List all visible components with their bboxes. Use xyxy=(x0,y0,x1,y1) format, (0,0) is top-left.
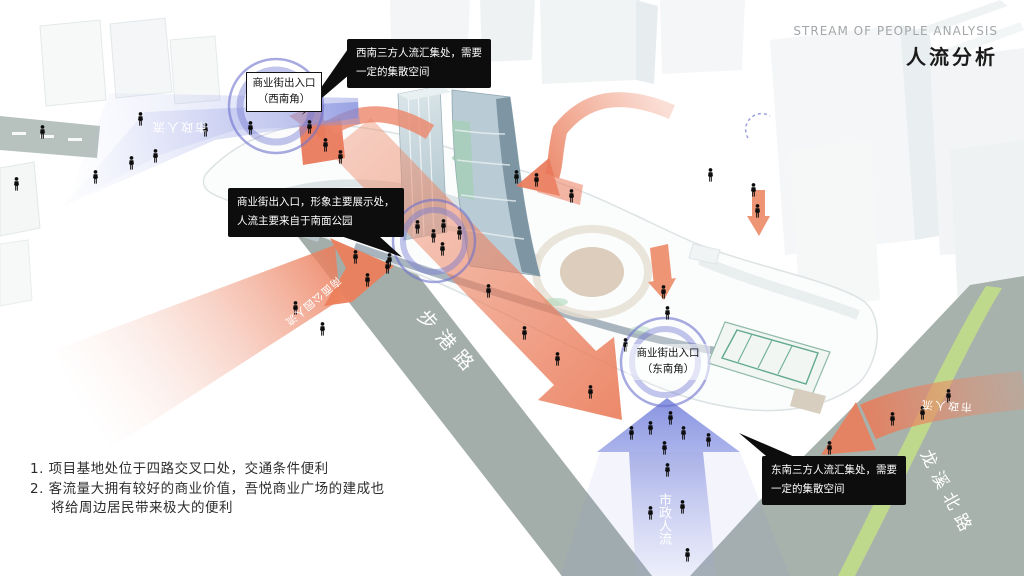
label-entrance-se-line2: （东南角） xyxy=(641,362,695,375)
title-block: STREAM OF PEOPLE ANALYSIS 人流分析 xyxy=(793,24,998,70)
analysis-notes: 1. 项目基地处位于四路交叉口处，交通条件便利 2. 客流量大拥有较好的商业价值… xyxy=(30,460,385,519)
label-entrance-se: 商业街出入口 （东南角） xyxy=(626,344,710,380)
road-label-bugang: 步港路 xyxy=(412,305,484,381)
flow-arrow-park-shaft xyxy=(55,245,340,455)
note-item-2-continued: 将给周边居民带来极大的便利 xyxy=(51,500,233,517)
flow-arrow-south-blue-shaft xyxy=(629,452,716,576)
note-item-2: 2. 客流量大拥有较好的商业价值，吾悦商业广场的建成也 xyxy=(30,480,385,497)
callout-se-gather-line2: 一定的集散空间 xyxy=(771,483,845,496)
label-entrance-sw: 商业街出入口 （西南角） xyxy=(246,72,322,112)
callout-se-gather-line1: 东南三方人流汇集处，需要 xyxy=(771,464,897,476)
flow-arrow-northeast-curve xyxy=(544,92,675,179)
callout-mid-entrance: 商业街出入口，形象主要展示处， 人流主要来自于南面公园 xyxy=(228,188,404,237)
callout-sw-gather-line2: 一定的集散空间 xyxy=(356,66,430,79)
oval-plaza-roof xyxy=(560,247,624,297)
flow-arrow-park-head xyxy=(324,238,394,306)
label-entrance-sw-line2: （西南角） xyxy=(257,92,311,105)
callout-sw-gather-line1: 西南三方人流汇集处，需要 xyxy=(356,47,482,59)
page-title: 人流分析 xyxy=(906,45,998,69)
flow-arrow-east-orange xyxy=(860,371,1024,440)
dashed-arc xyxy=(744,112,771,139)
green-lowrise xyxy=(707,321,831,414)
callout-sw-gather: 西南三方人流汇集处，需要 一定的集散空间 xyxy=(347,39,491,88)
flow-label-park: 南面公园人流 xyxy=(282,274,343,328)
flow-label-east: 市政人流 xyxy=(919,397,973,414)
note-item-1: 1. 项目基地处位于四路交叉口处，交通条件便利 xyxy=(30,461,329,477)
title-english: STREAM OF PEOPLE ANALYSIS xyxy=(793,24,998,38)
callout-se-gather: 东南三方人流汇集处，需要 一定的集散空间 xyxy=(762,456,906,505)
flow-label-west: 市政人流 xyxy=(151,120,208,134)
road-label-longxi: 龙溪北路 xyxy=(915,446,979,541)
label-entrance-sw-line1: 商业街出入口 xyxy=(252,77,316,89)
flow-label-south: 市政人流 xyxy=(656,493,671,545)
label-entrance-se-line1: 商业街出入口 xyxy=(636,347,700,359)
callout-mid-line1: 商业街出入口，形象主要展示处， xyxy=(237,196,395,208)
callout-mid-line2: 人流主要来自于南面公园 xyxy=(237,215,353,228)
mid-east-marker xyxy=(648,244,676,300)
road-dashes xyxy=(12,132,82,141)
